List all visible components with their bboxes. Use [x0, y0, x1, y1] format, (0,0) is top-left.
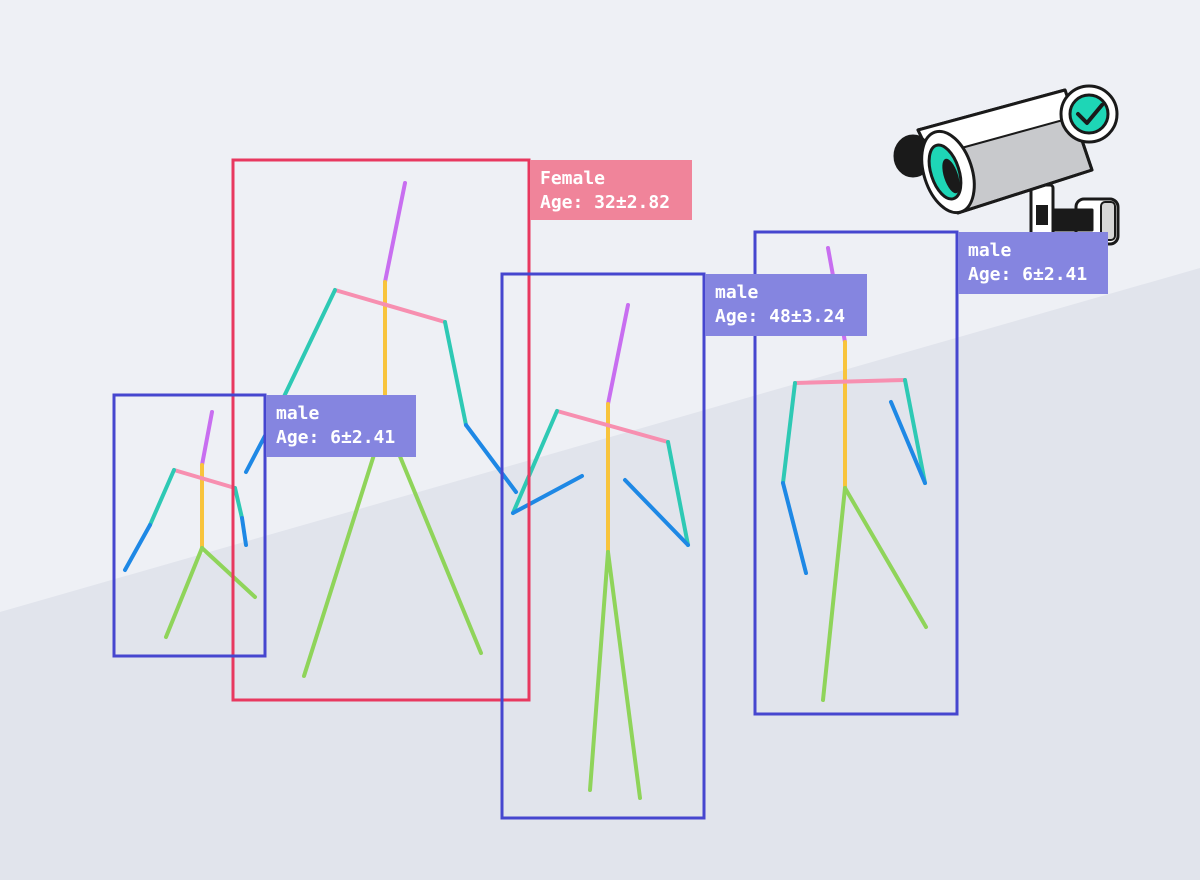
- left-forearm: [511, 474, 584, 515]
- left-leg: [302, 418, 387, 678]
- detection-label-person-3: male Age: 6±2.41: [266, 395, 416, 457]
- bounding-box-person-4: [753, 230, 959, 716]
- floor-plane: [0, 268, 1200, 880]
- gender-label: male: [715, 282, 759, 303]
- right-upper-arm: [233, 486, 244, 520]
- bounding-box-person-3: [112, 393, 267, 658]
- right-upper-arm: [443, 320, 468, 427]
- gender-label: male: [968, 240, 1012, 261]
- right-forearm: [623, 478, 690, 547]
- shoulder-bone: [172, 468, 237, 490]
- right-leg: [383, 418, 483, 655]
- age-label: Age: 6±2.41: [276, 427, 396, 448]
- right-leg: [843, 486, 928, 629]
- skeleton-person-3: [123, 410, 257, 639]
- right-forearm: [464, 423, 518, 494]
- left-upper-arm: [511, 409, 559, 515]
- skeleton-person-1: [244, 181, 518, 678]
- head-bone: [200, 410, 214, 467]
- age-label: Age: 32±2.82: [540, 192, 671, 213]
- detection-label-person-1: Female Age: 32±2.82: [530, 160, 692, 220]
- right-leg: [606, 550, 642, 800]
- left-leg: [588, 550, 610, 792]
- skeleton-person-4: [781, 246, 928, 702]
- right-forearm: [889, 400, 927, 485]
- gender-label: male: [276, 403, 320, 424]
- shoulder-bone: [333, 288, 447, 324]
- security-camera-icon: [893, 84, 1120, 246]
- right-leg: [200, 546, 257, 599]
- left-forearm: [123, 523, 152, 572]
- head-bone: [606, 303, 630, 406]
- right-forearm: [240, 516, 248, 547]
- bounding-box-person-2: [500, 272, 706, 820]
- head-bone: [383, 181, 407, 284]
- detection-label-person-4: male Age: 6±2.41: [958, 232, 1108, 294]
- gender-label: Female: [540, 168, 606, 189]
- age-label: Age: 48±3.24: [715, 306, 846, 327]
- left-leg: [821, 486, 847, 702]
- shoulder-bone: [555, 409, 670, 444]
- shoulder-bone: [793, 378, 907, 385]
- right-upper-arm: [666, 440, 690, 547]
- left-upper-arm: [781, 381, 797, 485]
- checkmark: [1076, 103, 1104, 125]
- detection-label-person-2: male Age: 48±3.24: [705, 274, 867, 336]
- left-leg: [164, 546, 204, 639]
- right-upper-arm: [903, 378, 927, 485]
- left-upper-arm: [148, 468, 176, 527]
- bounding-box-person-1: [231, 158, 531, 702]
- skeleton-person-2: [511, 303, 690, 800]
- left-forearm: [781, 481, 808, 575]
- camera-mount-arm: [1050, 208, 1094, 232]
- age-label: Age: 6±2.41: [968, 264, 1088, 285]
